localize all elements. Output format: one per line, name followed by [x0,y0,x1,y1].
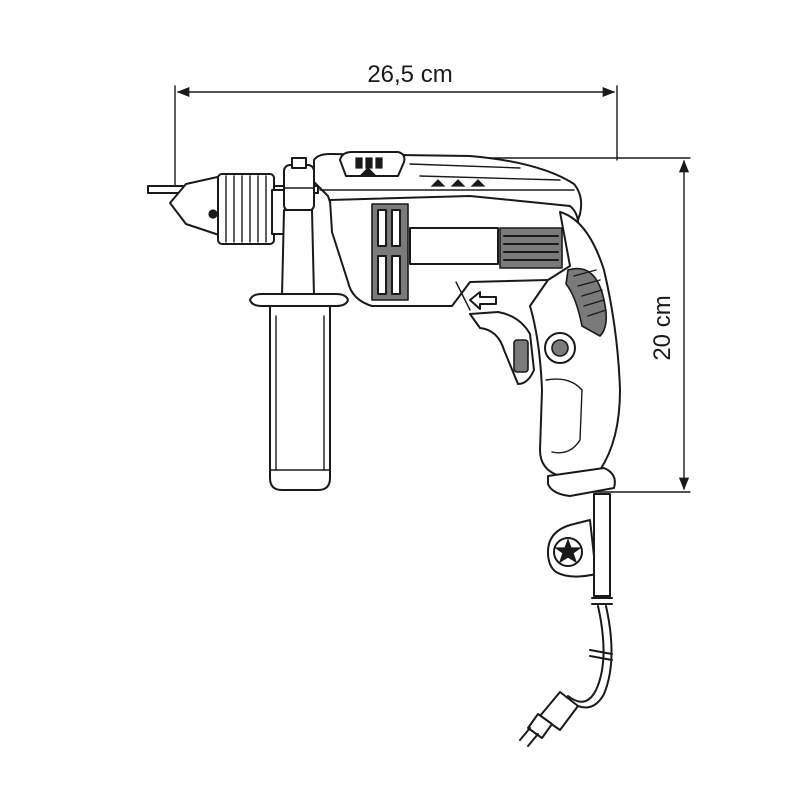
trigger [455,281,535,385]
pistol-grip [529,211,621,477]
direction-arrow-icon [469,291,497,310]
width-label: 26,5 cm [367,61,452,88]
motor-body [329,195,580,307]
chuck [169,173,287,245]
power-plug-icon [519,691,579,747]
grip-base [547,467,616,497]
width-dimension: 26,5 cm [174,61,618,187]
cord-clip [547,519,597,578]
power-cord [567,493,613,709]
height-dimension: 20 cm [469,157,691,493]
side-handle-clamp [283,157,315,212]
height-label: 20 cm [649,295,676,360]
side-handle [249,209,349,491]
vent-slots [499,227,563,269]
drill-illustration [147,151,621,747]
vent-window [409,227,499,265]
